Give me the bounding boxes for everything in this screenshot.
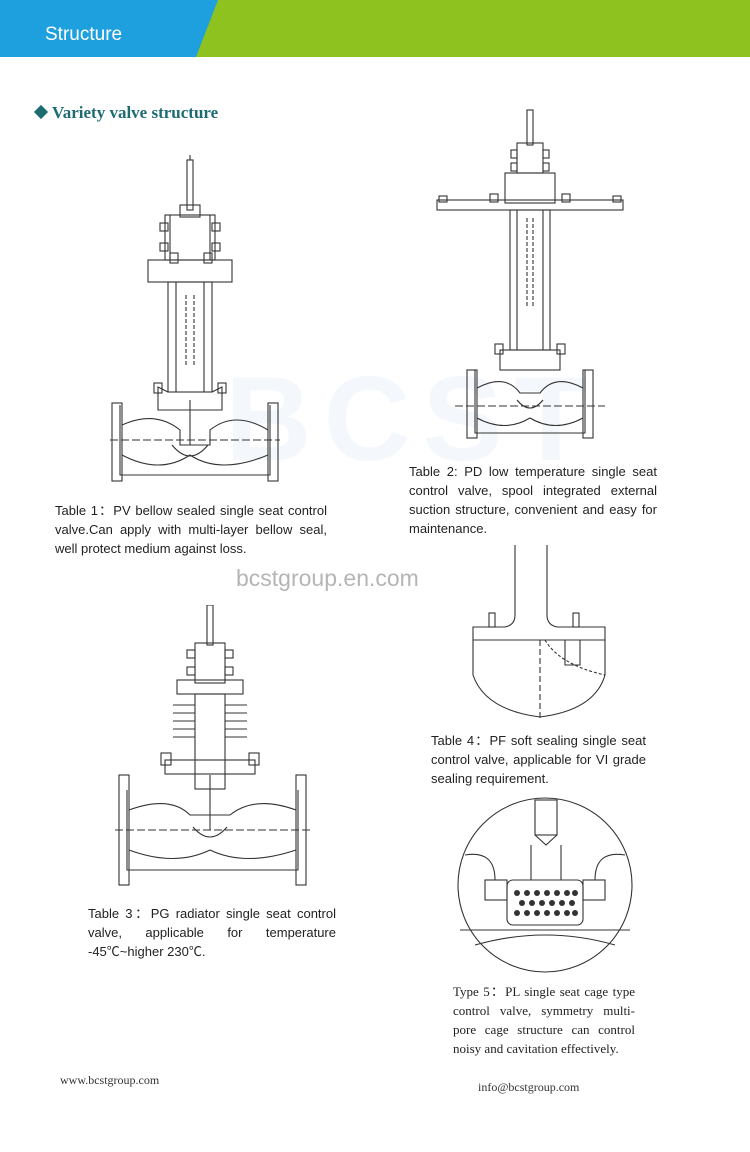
header-background: [0, 0, 750, 57]
caption-table3: Table 3：PG radiator single seat control …: [88, 906, 336, 959]
caption-type5: Type 5：PL single seat cage type control …: [453, 984, 635, 1056]
pd-valve-drawing: [436, 109, 624, 439]
header-title: Structure: [45, 24, 123, 45]
footer-website: www.bcstgroup.com: [60, 1073, 160, 1087]
caption-table4: Table 4：PF soft sealing single seat cont…: [431, 733, 646, 786]
header-banner: Structure: [0, 0, 750, 57]
pg-valve-drawing: [115, 605, 310, 886]
pl-cage-detail-drawing: [457, 797, 633, 973]
caption-table1: Table 1：PV bellow sealed single seat con…: [55, 503, 327, 556]
footer-email: info@bcstgroup.com: [478, 1080, 580, 1094]
caption-table2: Table 2: PD low temperature single seat …: [409, 464, 657, 536]
section-heading-text: Variety valve structure: [52, 103, 219, 122]
pv-valve-drawing: [110, 155, 280, 482]
section-heading: Variety valve structure: [33, 103, 219, 123]
pf-seal-detail-drawing: [472, 545, 606, 720]
diamond-bullet-icon: [33, 104, 49, 120]
watermark-url: bcstgroup.en.com: [236, 565, 419, 591]
